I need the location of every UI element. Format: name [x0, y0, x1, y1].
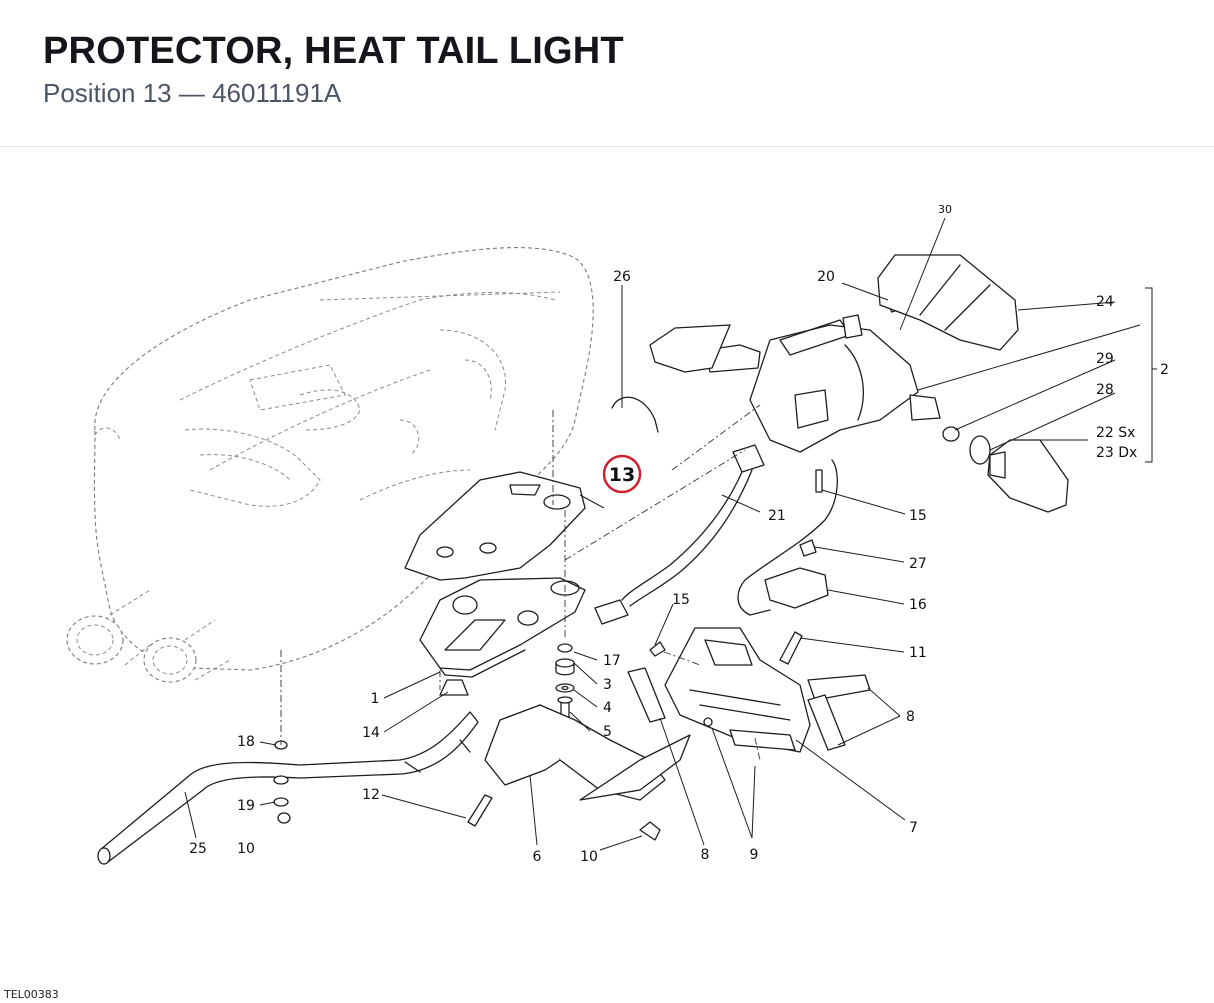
clip-part	[439, 679, 469, 696]
screw-part	[779, 631, 803, 665]
exploded-parts-diagram: .ol { fill:none; stroke:#1e1e1e; stroke-…	[66, 203, 1169, 865]
callout-12: 12	[362, 787, 380, 803]
position-subtitle: Position 13 — 46011191A	[43, 78, 342, 108]
license-bracket-part	[664, 627, 811, 753]
plug-part	[799, 539, 817, 557]
callout-26: 26	[613, 269, 631, 285]
page-title: PROTECTOR, HEAT TAIL LIGHT	[43, 30, 624, 72]
tail-lamp-lens	[877, 254, 1019, 351]
leader-lines	[184, 217, 1157, 851]
stay-tube-part	[97, 711, 479, 865]
callout-28: 28	[1096, 382, 1114, 398]
assembly-lines	[280, 404, 761, 761]
callout-10-left: 10	[237, 841, 255, 857]
callout-14: 14	[362, 725, 380, 741]
callout-8-right: 8	[906, 709, 915, 725]
callout-3: 3	[603, 677, 612, 693]
washer-stack	[555, 643, 575, 719]
bulb-part	[942, 426, 960, 442]
wiring-harness-part	[594, 444, 838, 625]
callout-5: 5	[603, 724, 612, 740]
page-header: PROTECTOR, HEAT TAIL LIGHT Position 13 —…	[0, 0, 1214, 147]
callout-6: 6	[533, 849, 542, 865]
callout-9: 9	[750, 847, 759, 863]
callout-24: 24	[1096, 294, 1114, 310]
reflector-left	[627, 667, 666, 723]
callout-7: 7	[909, 820, 918, 836]
o-ring-part	[969, 435, 991, 465]
callout-20: 20	[817, 269, 835, 285]
callout-27: 27	[909, 556, 927, 572]
callout-15-mid: 15	[672, 592, 690, 608]
screw-part-12	[467, 794, 493, 827]
callout-18: 18	[237, 734, 255, 750]
tail-light-body	[649, 292, 941, 453]
callout-21: 21	[768, 508, 786, 524]
mounting-plate-part	[419, 577, 586, 678]
callout-2: 2	[1160, 362, 1169, 378]
callout-8-bottom: 8	[701, 847, 710, 863]
drawing-code: TEL00383	[4, 988, 59, 1001]
cable-clamp-part	[611, 396, 659, 433]
callout-15-top: 15	[909, 508, 927, 524]
callout-22: 22 Sx	[1096, 425, 1135, 441]
callout-16: 16	[909, 597, 927, 613]
callout-1: 1	[371, 691, 380, 707]
reflector-right	[807, 674, 871, 701]
callout-11: 11	[909, 645, 927, 661]
callout-29: 29	[1096, 351, 1114, 367]
callout-13-label: 13	[609, 464, 635, 486]
callout-19: 19	[237, 798, 255, 814]
license-lamp-part	[764, 567, 829, 609]
bolt-part	[815, 469, 823, 493]
callout-30: 30	[938, 203, 952, 216]
callout-25: 25	[189, 841, 207, 857]
heat-protector-part	[404, 471, 586, 581]
callout-23: 23 Dx	[1096, 445, 1137, 461]
callout-17: 17	[603, 653, 621, 669]
highlight-callout-13: 13	[602, 454, 642, 494]
callout-4: 4	[603, 700, 612, 716]
callout-labels: 30 20 24 26 29 28 22 Sx 23 Dx 2 21 15 27…	[189, 203, 1169, 865]
silencer-ghost-outline	[66, 247, 594, 683]
callout-10-bottom: 10	[580, 849, 598, 865]
washers-left	[273, 740, 291, 824]
